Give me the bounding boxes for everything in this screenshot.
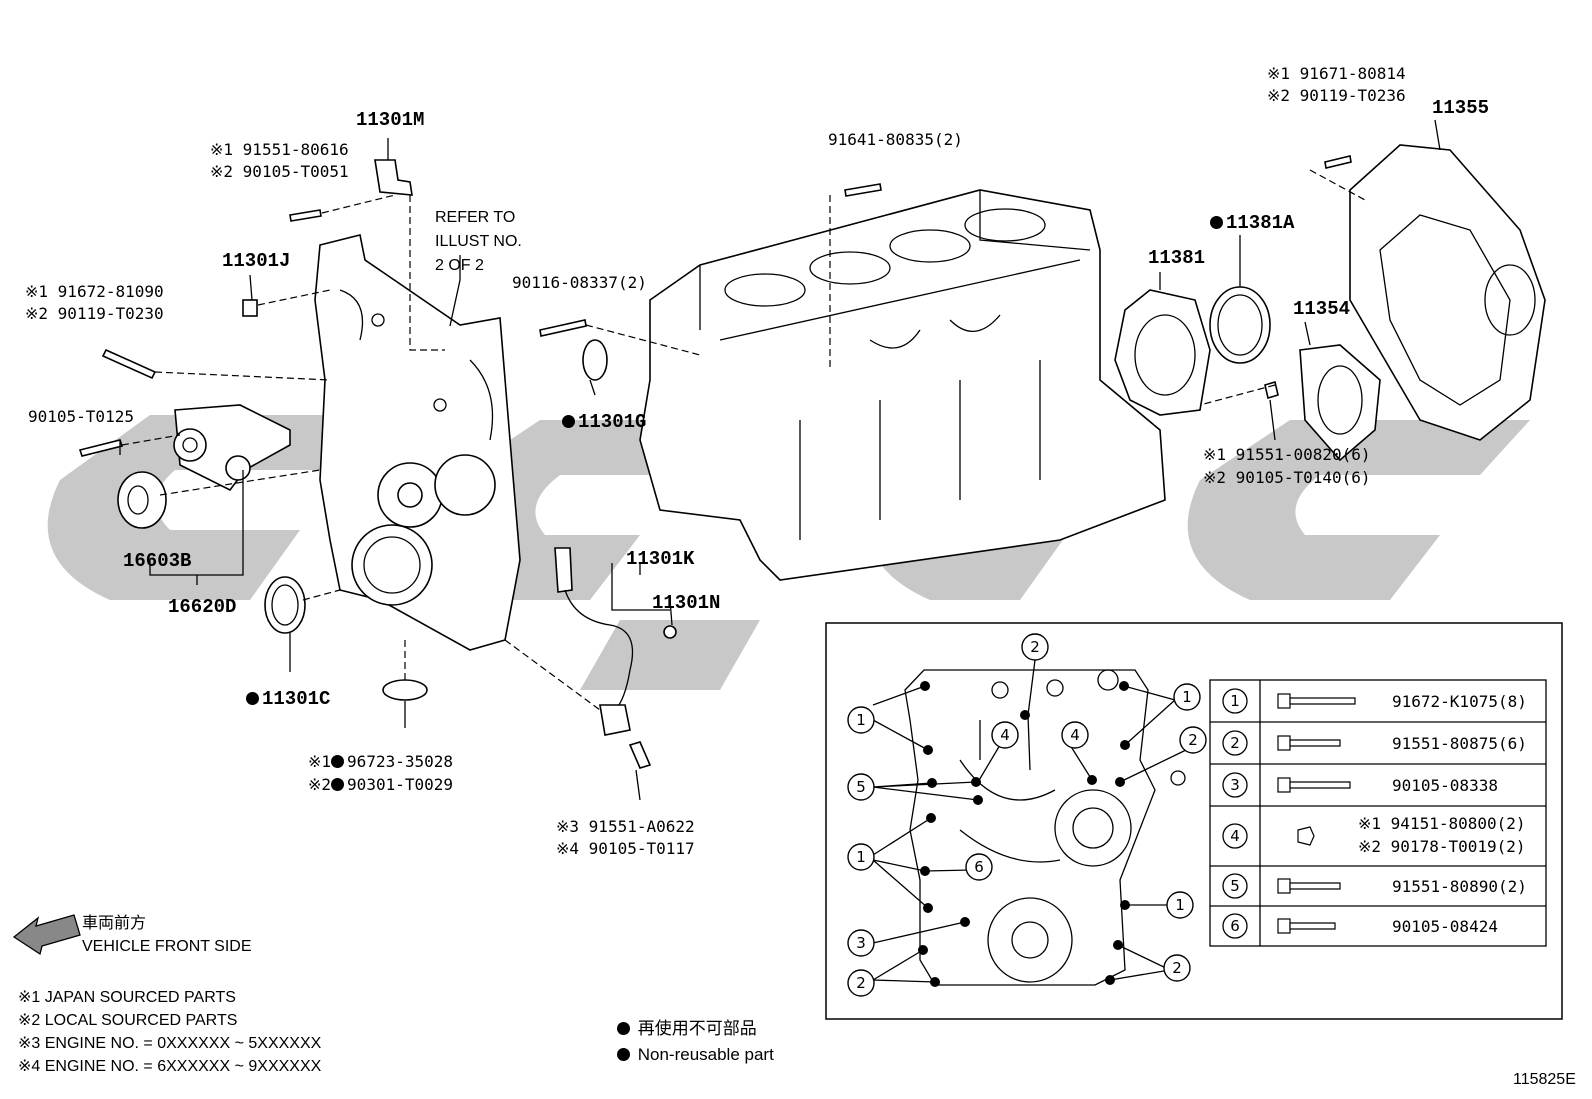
label-sensor-bolt-4: ※4 90105-T0117	[556, 839, 695, 858]
non-reusable-dot	[331, 778, 345, 791]
table-row-number: 1	[1230, 692, 1240, 710]
figure-id: 115825E	[1513, 1071, 1576, 1088]
legend-jp-text: 再使用不可部品	[637, 1019, 757, 1038]
cylinder-block-drawing	[639, 189, 1166, 581]
label-long-bolt-japan: ※1 91672-81090	[25, 282, 164, 301]
table-row-number: 4	[1230, 827, 1240, 845]
label-11301m-bolt-local: ※2 90105-T0051	[210, 162, 349, 181]
inset-marker: 4	[1000, 726, 1010, 744]
label-11381: 11381	[1148, 247, 1206, 269]
label-16603b: 16603B	[123, 550, 192, 572]
non-reusable-dot	[1210, 216, 1223, 229]
table-row-part-japan: ※1 94151-80800(2)	[1358, 814, 1526, 833]
legend-non-reusable-jp: 再使用不可部品	[617, 1019, 757, 1038]
vehicle-front-jp: 車両前方	[82, 915, 147, 932]
bolt-drawings	[78, 155, 1352, 769]
refer-text-line1: REFER TO	[435, 209, 516, 226]
label-stud-bolt: 90116-08337(2)	[512, 273, 647, 292]
seals-drawing	[264, 286, 1271, 701]
table-row-part: 90105-08424	[1392, 917, 1498, 936]
oring-japan-prefix: ※1	[308, 752, 332, 771]
label-11301k: 11301K	[626, 548, 695, 570]
label-11354: 11354	[1293, 298, 1351, 320]
inset-marker: 1	[1175, 896, 1185, 914]
inset-marker: 4	[1070, 726, 1080, 744]
retainer-drawing	[1114, 289, 1211, 416]
non-reusable-dot	[562, 415, 575, 428]
inset-marker: 1	[856, 848, 866, 866]
leader-lines	[119, 119, 1441, 801]
label-oring-local: ※2 90301-T0029	[308, 775, 453, 794]
oring-local-prefix: ※2	[308, 775, 332, 794]
label-sensor-bolt-3: ※3 91551-A0622	[556, 817, 695, 836]
non-reusable-dot	[617, 1022, 630, 1035]
label-11355-bolt-local: ※2 90119-T0236	[1267, 86, 1406, 105]
note-engine-range-4: ※4 ENGINE NO. = 6XXXXXX ~ 9XXXXXX	[18, 1058, 322, 1075]
note-japan-sourced: ※1 JAPAN SOURCED PARTS	[18, 989, 236, 1006]
label-11381a: 11381A	[1210, 214, 1294, 233]
inset-marker: 1	[856, 711, 866, 729]
non-reusable-dot	[246, 692, 259, 705]
table-row-part: 91551-80890(2)	[1392, 877, 1527, 896]
label-11301c: 11301C	[246, 690, 330, 709]
plate-11355-drawing	[1349, 144, 1546, 441]
label-long-bolt-local: ※2 90119-T0230	[25, 304, 164, 323]
inset-marker: 2	[1172, 959, 1182, 977]
label-11355: 11355	[1432, 97, 1490, 119]
label-11301g-text: 11301G	[578, 411, 647, 433]
vehicle-front-arrow	[12, 914, 81, 956]
label-11301m: 11301M	[356, 109, 425, 131]
label-11301g: 11301G	[562, 413, 646, 432]
sensor-drawings	[374, 159, 634, 736]
refer-text-line2: ILLUST NO.	[435, 233, 522, 250]
non-reusable-dot	[617, 1048, 630, 1061]
non-reusable-dot	[331, 755, 345, 768]
inset-marker: 1	[1182, 688, 1192, 706]
label-retainer-bolt-japan: ※1 91551-00820(6)	[1203, 445, 1371, 464]
label-oring-japan: ※1 96723-35028	[308, 752, 453, 771]
inset-marker: 6	[974, 858, 984, 876]
inset-marker: 3	[856, 934, 866, 952]
tensioner-drawing	[117, 404, 291, 529]
refer-text-line3: 2 OF 2	[435, 257, 484, 274]
table-row-number: 6	[1230, 917, 1240, 935]
legend-non-reusable-en: Non-reusable part	[617, 1045, 774, 1064]
legend-en-text: Non-reusable part	[637, 1045, 774, 1064]
cover-11354-drawing	[1299, 344, 1381, 462]
label-16620d: 16620D	[168, 596, 237, 618]
label-11301c-text: 11301C	[262, 688, 331, 710]
table-row-number: 3	[1230, 776, 1240, 794]
table-row-part: 91672-K1075(8)	[1392, 692, 1527, 711]
oring-local-number: 90301-T0029	[347, 775, 454, 794]
note-local-sourced: ※2 LOCAL SOURCED PARTS	[18, 1012, 238, 1029]
inset-marker: 2	[1030, 638, 1040, 656]
note-engine-range-3: ※3 ENGINE NO. = 0XXXXXX ~ 5XXXXXX	[18, 1035, 322, 1052]
label-11381a-text: 11381A	[1226, 212, 1295, 234]
table-row-part-local: ※2 90178-T0019(2)	[1358, 837, 1526, 856]
inset-marker: 5	[856, 778, 866, 796]
label-90105-t0125: 90105-T0125	[28, 407, 134, 426]
bolt-table-grid	[1209, 679, 1547, 947]
label-91641-bolt: 91641-80835(2)	[828, 130, 963, 149]
label-11301j: 11301J	[222, 250, 291, 272]
timing-cover-drawing	[314, 234, 521, 651]
table-row-part: 90105-08338	[1392, 776, 1498, 795]
label-11301n: 11301N	[652, 592, 721, 614]
inset-cover-drawing	[847, 633, 1207, 997]
table-row-part: 91551-80875(6)	[1392, 734, 1527, 753]
table-row-number: 5	[1230, 877, 1240, 895]
oring-japan-number: 96723-35028	[347, 752, 454, 771]
label-retainer-bolt-local: ※2 90105-T0140(6)	[1203, 468, 1371, 487]
label-11301m-bolt-japan: ※1 91551-80616	[210, 140, 349, 159]
inset-marker: 2	[1188, 731, 1198, 749]
table-row-number: 2	[1230, 734, 1240, 752]
label-11355-bolt-japan: ※1 91671-80814	[1267, 64, 1406, 83]
inset-marker: 2	[856, 974, 866, 992]
vehicle-front-en: VEHICLE FRONT SIDE	[82, 938, 252, 955]
